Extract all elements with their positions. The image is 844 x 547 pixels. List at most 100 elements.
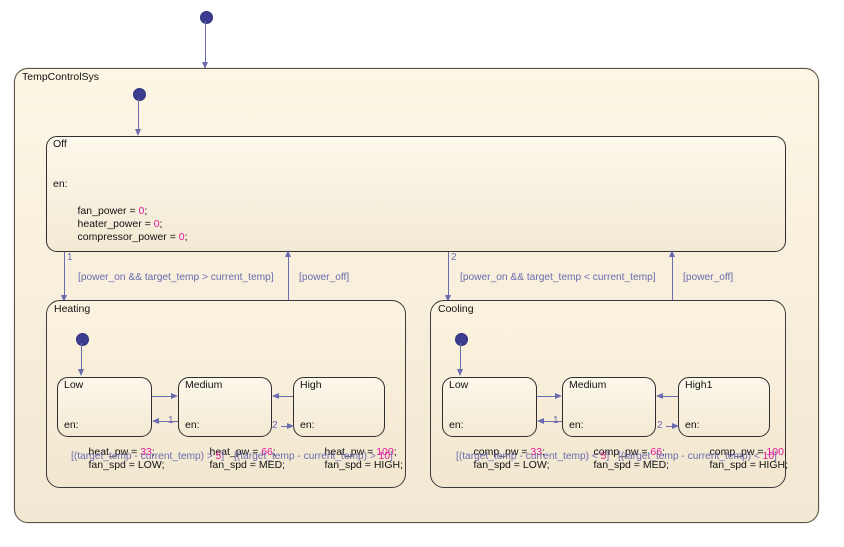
state-cooling-medium-actions: en: comp_pw = 66; fan_spd = MED; — [569, 392, 669, 486]
state-off-actions: en: fan_power = 0; heater_power = 0; com… — [53, 151, 188, 258]
transition-heating-high-to-medium-line[interactable] — [278, 396, 293, 398]
transition-cooling-to-off-arrowhead — [668, 250, 675, 257]
transition-off-to-cooling-order: 2 — [451, 252, 457, 263]
state-off-action-1-tail: ; — [159, 218, 163, 231]
state-heating-high-action-0-value: 100 — [376, 445, 394, 458]
cooling-default-transition-line[interactable] — [460, 343, 462, 371]
transition-heating-to-off-line[interactable] — [288, 256, 290, 300]
state-heating-low-actions: en: heat_pw = 33; fan_spd = LOW; — [64, 392, 165, 486]
transition-off-to-cooling-line[interactable] — [448, 252, 450, 299]
transition-cooling-medium-to-high1-line[interactable] — [666, 426, 673, 428]
state-heating-high-action-0-tail: ; — [393, 445, 397, 458]
transition-cooling-medium-to-low-arrowhead — [537, 417, 544, 424]
guard-cooling-low-medium: [(target_temp - current_temp) < 5] — [456, 451, 609, 463]
transition-cooling-high1-to-medium-line[interactable] — [662, 396, 678, 398]
state-off-entry-label: en: — [53, 177, 68, 190]
state-cooling-high1[interactable]: High1 en: comp_pw = 100; fan_spd = HIGH; — [678, 377, 788, 471]
transition-cooling-medium-to-high1-arrowhead — [672, 422, 679, 429]
state-heating-low-action-0-lhs: heat_pw = — [88, 445, 141, 458]
transition-cooling-high1-to-medium-arrowhead — [656, 392, 663, 399]
transition-cooling-to-off-line[interactable] — [672, 256, 674, 300]
state-heating-medium-actions: en: heat_pw = 66; fan_spd = MED; — [185, 392, 285, 486]
off-default-transition-dot[interactable] — [133, 88, 146, 101]
transition-heating-medium-to-low-arrowhead — [152, 417, 159, 424]
guard-cooling-low-medium-post: ] — [606, 451, 610, 462]
guard-cooling-medium-high1-num: 10 — [762, 451, 775, 462]
transition-heating-medium-to-low-line[interactable] — [158, 421, 178, 423]
state-cooling-low-name: Low — [449, 379, 469, 391]
guard-heating-low-medium: [(target_temp - current_temp) > 5] — [71, 451, 224, 463]
guard-cooling-low-medium-num: 5 — [600, 451, 607, 462]
guard-heating-low-medium-post: ] — [221, 451, 225, 462]
transition-heating-medium-to-high-line[interactable] — [281, 426, 288, 428]
state-heating-low-action-1-lhs: fan_spd = LOW; — [88, 459, 165, 472]
transition-heating-low-to-medium-line[interactable] — [152, 396, 172, 398]
guard-cooling-low-medium-pre: [(target_temp - current_temp) < — [456, 451, 601, 462]
state-off[interactable]: Off en: fan_power = 0; heater_power = 0;… — [46, 136, 786, 252]
cooling-default-transition-dot[interactable] — [455, 333, 468, 346]
transition-heating-medium-to-high-order: 2 — [272, 420, 278, 431]
state-cooling-low-actions: en: comp_pw = 33; fan_spd = LOW; — [449, 392, 550, 486]
transition-heating-to-off-arrowhead — [284, 250, 291, 257]
transition-off-to-heating-line[interactable] — [64, 252, 66, 299]
state-off-action-2-value: 0 — [178, 231, 185, 244]
chart-title: TempControlSys — [22, 71, 100, 83]
state-cooling-high1-action-0-value: 100 — [766, 445, 784, 458]
state-heating-medium-name: Medium — [185, 379, 223, 391]
state-cooling-medium-action-0-value: 66 — [650, 445, 663, 458]
state-cooling-high1-entry-label: en: — [685, 418, 700, 431]
state-cooling-high1-action-0-tail: ; — [783, 445, 787, 458]
state-cooling-high1-name: High1 — [685, 379, 713, 391]
state-heating-high-actions: en: heat_pw = 100; fan_spd = HIGH; — [300, 392, 403, 486]
transition-off-to-heating-arrowhead — [60, 295, 67, 302]
state-cooling-high1-action-1-lhs: fan_spd = HIGH; — [709, 459, 789, 472]
transition-off-to-cooling-arrowhead — [444, 295, 451, 302]
transition-cooling-medium-to-low-line[interactable] — [543, 421, 562, 423]
chart-default-transition-line[interactable] — [205, 21, 207, 65]
guard-heating-medium-high: [(target_temp - current_temp) > 10] — [234, 451, 393, 463]
guard-heating-medium-high-pre: [(target_temp - current_temp) > — [234, 451, 379, 462]
transition-off-to-cooling-guard: [power_on && target_temp < current_temp] — [460, 272, 656, 283]
off-default-transition-line[interactable] — [138, 98, 140, 131]
heating-default-transition-dot[interactable] — [76, 333, 89, 346]
state-cooling-medium-action-0-lhs: comp_pw = — [593, 445, 651, 458]
transition-cooling-medium-to-low-order: 1 — [553, 415, 559, 426]
state-cooling-low-action-0-value: 33 — [530, 445, 543, 458]
state-cooling-medium-name: Medium — [569, 379, 607, 391]
state-off-action-0-value: 0 — [138, 204, 145, 217]
state-cooling-medium[interactable]: Medium en: comp_pw = 66; fan_spd = MED; — [562, 377, 669, 471]
state-cooling-medium-entry-label: en: — [569, 418, 584, 431]
guard-heating-low-medium-num: 5 — [215, 451, 222, 462]
guard-cooling-medium-high1-post: ] — [774, 451, 777, 462]
guard-heating-medium-high-num: 10 — [378, 451, 391, 462]
state-heating-medium[interactable]: Medium en: heat_pw = 66; fan_spd = MED; — [178, 377, 285, 471]
cooling-default-transition-arrowhead — [456, 369, 463, 376]
guard-cooling-medium-high1: [(target_temp - current_temp) < 10] — [618, 451, 777, 463]
transition-cooling-low-to-medium-line[interactable] — [537, 396, 556, 398]
transition-cooling-medium-to-high1-order: 2 — [657, 420, 663, 431]
state-cooling-high1-actions: en: comp_pw = 100; fan_spd = HIGH; — [685, 392, 788, 486]
chart-default-transition-dot[interactable] — [200, 11, 213, 24]
state-cooling-low-action-1-lhs: fan_spd = LOW; — [473, 459, 550, 472]
state-heating-high[interactable]: High en: heat_pw = 100; fan_spd = HIGH; — [293, 377, 403, 471]
state-cooling-low-action-0-tail: ; — [542, 445, 546, 458]
state-heating-high-action-1-lhs: fan_spd = HIGH; — [324, 459, 404, 472]
state-cooling-low-entry-label: en: — [449, 418, 464, 431]
heating-default-transition-line[interactable] — [81, 343, 83, 371]
state-heating-low[interactable]: Low en: heat_pw = 33; fan_spd = LOW; — [57, 377, 165, 471]
state-off-action-1-lhs: heater_power = — [77, 218, 154, 231]
state-heating-low-entry-label: en: — [64, 418, 79, 431]
transition-off-to-heating-guard: [power_on && target_temp > current_temp] — [78, 272, 274, 283]
state-cooling-low[interactable]: Low en: comp_pw = 33; fan_spd = LOW; — [442, 377, 550, 471]
transition-heating-to-off-guard: [power_off] — [299, 272, 350, 283]
state-cooling-low-action-0-lhs: comp_pw = — [473, 445, 531, 458]
state-heating-medium-entry-label: en: — [185, 418, 200, 431]
superstate-cooling-name: Cooling — [438, 303, 474, 315]
guard-cooling-medium-high1-pre: [(target_temp - current_temp) < — [618, 451, 763, 462]
state-off-action-2-lhs: compressor_power = — [77, 231, 179, 244]
state-cooling-medium-action-0-tail: ; — [662, 445, 666, 458]
state-off-action-0-lhs: fan_power = — [77, 204, 139, 217]
transition-heating-medium-to-low-order: 1 — [168, 415, 174, 426]
state-heating-high-entry-label: en: — [300, 418, 315, 431]
